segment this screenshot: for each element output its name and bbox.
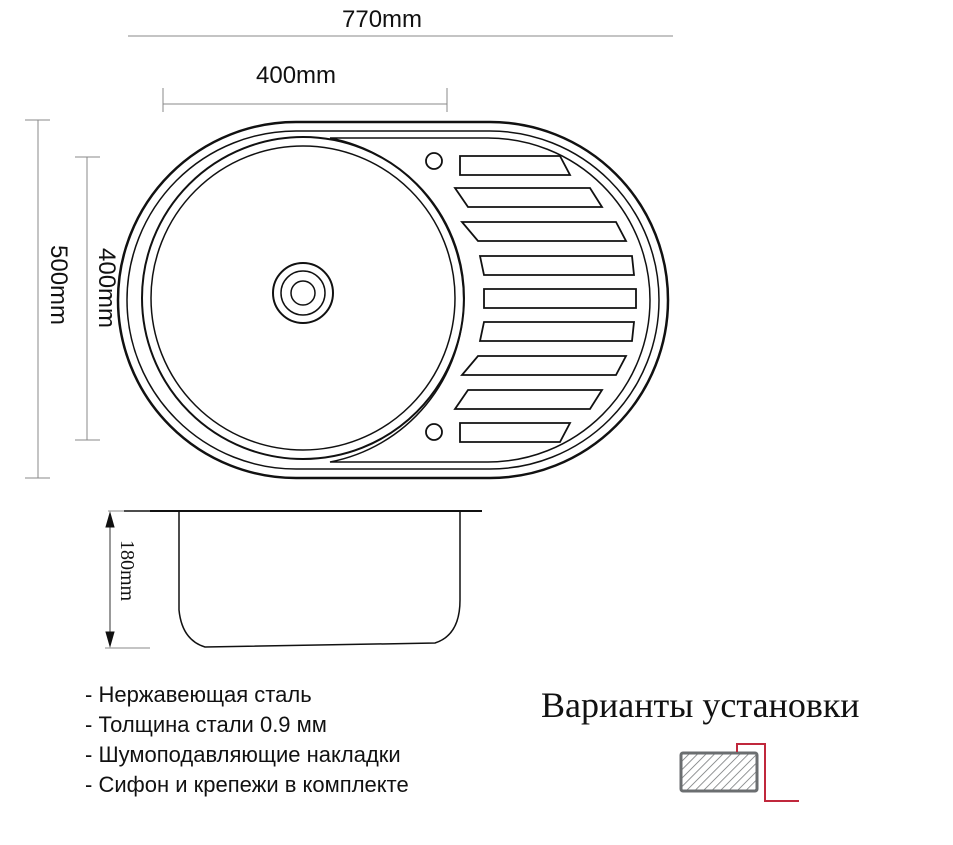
bowl-depth-label: 400mm	[93, 248, 120, 329]
bowl-width-label: 400mm	[256, 62, 337, 89]
tap-hole	[425, 152, 443, 170]
feature-item: - Нержавеющая сталь	[85, 682, 312, 707]
drainer-ribs	[453, 155, 637, 443]
total-width-label: 770mm	[342, 6, 423, 33]
total-depth-label: 500mm	[45, 245, 72, 326]
installation-title: Варианты установки	[541, 685, 860, 725]
overflow-hole	[425, 423, 443, 441]
sink-side-view	[105, 510, 482, 649]
drain	[272, 262, 334, 324]
sink-top-view	[116, 120, 670, 480]
dimension-lines	[25, 35, 673, 479]
bowl-height-label: 180mm	[116, 540, 138, 602]
feature-item: - Сифон и крепежи в комплекте	[85, 772, 409, 797]
features-list: - Нержавеющая сталь - Толщина стали 0.9 …	[85, 680, 409, 800]
feature-item: - Шумоподавляющие накладки	[85, 742, 401, 767]
feature-item: - Толщина стали 0.9 мм	[85, 712, 327, 737]
installation-icon	[679, 743, 799, 802]
